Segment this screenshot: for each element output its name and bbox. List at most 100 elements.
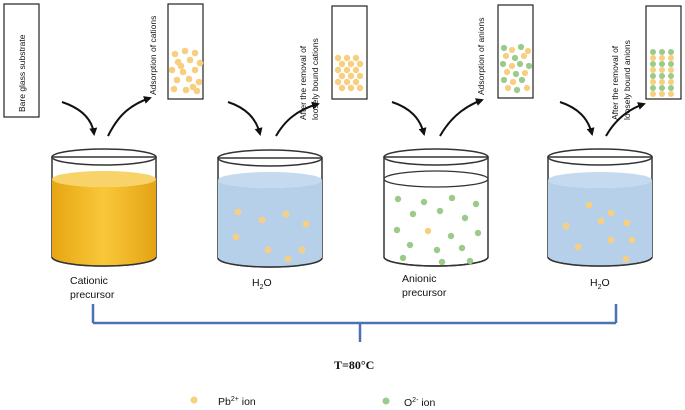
- water-2-surface: [548, 172, 652, 188]
- arrow-down-1: [61, 101, 98, 136]
- anionic-liquid-surface: [383, 170, 489, 188]
- pb-ion: [191, 66, 199, 74]
- pb-ion: [181, 47, 189, 55]
- pb-ion: [338, 84, 346, 92]
- pb-ion: [284, 255, 292, 263]
- pb-ion: [668, 79, 674, 85]
- o-ion: [393, 226, 401, 234]
- o-ion: [517, 43, 525, 51]
- arrow-down-4: [559, 101, 595, 136]
- temperature-label: T=80°C: [334, 358, 374, 372]
- pb-ion: [623, 219, 631, 227]
- pb-ion: [520, 52, 528, 60]
- arrow-up-4: [605, 102, 646, 137]
- pb-ion: [170, 85, 178, 93]
- pb-ion: [193, 87, 201, 95]
- pb-ion: [334, 54, 342, 62]
- o-ion: [650, 61, 656, 67]
- legend-pb-marker: [190, 396, 198, 404]
- legend-o-label: O2- ion: [404, 397, 435, 409]
- pb-ion: [668, 55, 674, 61]
- pb-ion: [343, 66, 351, 74]
- pb-ion: [338, 72, 346, 80]
- beaker-rim: [51, 148, 157, 166]
- pb-ion: [258, 216, 266, 224]
- legend: Pb2+ ion O2- ion: [190, 396, 435, 409]
- pb-ion: [171, 50, 179, 58]
- pb-ion: [659, 91, 665, 97]
- bound-cations: [334, 54, 364, 92]
- pb-ion: [504, 84, 512, 92]
- o-ion: [511, 54, 519, 62]
- pb-ion: [659, 79, 665, 85]
- beaker-water-2: [547, 148, 653, 267]
- o-ion: [420, 198, 428, 206]
- substrate-cation-rinsed: [331, 5, 368, 100]
- pb-ion: [668, 91, 674, 97]
- pb-ion: [650, 55, 656, 61]
- o-ion: [448, 194, 456, 202]
- pb-ion: [232, 233, 240, 241]
- pb-ion: [424, 227, 432, 235]
- label-cationic-line2: precursor: [70, 289, 115, 301]
- pb-ion: [334, 78, 342, 86]
- pb-ion: [185, 75, 193, 83]
- o-ion: [650, 49, 656, 55]
- pb-ion: [503, 68, 511, 76]
- arrow-down-2: [227, 101, 263, 136]
- legend-pb-label: Pb2+ ion: [218, 396, 256, 408]
- pb-ion: [650, 91, 656, 97]
- pb-ion: [508, 62, 516, 70]
- bound-anions: [650, 49, 674, 97]
- pb-ion: [356, 60, 364, 68]
- o-ion: [668, 61, 674, 67]
- adsorbed-cations: [168, 47, 204, 95]
- label-adsorption-anions: Adsorption of anions: [476, 18, 486, 96]
- pb-ion: [234, 208, 242, 216]
- o-ion: [399, 254, 407, 262]
- o-ion: [499, 60, 507, 68]
- o-ion: [512, 70, 520, 78]
- o-ion: [659, 61, 665, 67]
- o-ions-water-2: [562, 201, 636, 263]
- pb-ion: [502, 52, 510, 60]
- o-ion: [650, 73, 656, 79]
- beaker-rim: [547, 148, 653, 166]
- pb-ion: [562, 222, 570, 230]
- o-ion: [518, 76, 526, 84]
- substrate-bare: Bare glass substrate: [3, 3, 40, 118]
- pb-ion: [659, 55, 665, 61]
- pb-ion: [282, 210, 290, 218]
- o-ion: [436, 207, 444, 215]
- pb-ion: [168, 66, 176, 74]
- pb-ion: [521, 69, 529, 77]
- o-ion: [472, 200, 480, 208]
- pb-ion: [343, 54, 351, 62]
- o-ion: [466, 257, 474, 265]
- cationic-liquid: [52, 179, 156, 266]
- pb-ion: [343, 78, 351, 86]
- label-removal-cations-2: loosely bound cations: [310, 38, 320, 120]
- process-arrows: [61, 96, 646, 137]
- o-ion: [461, 214, 469, 222]
- pb-ion: [356, 72, 364, 80]
- o-ion: [458, 244, 466, 252]
- label-removal-cations-1: After the removal of: [298, 45, 308, 120]
- o-ion: [500, 44, 508, 52]
- o-ion: [668, 49, 674, 55]
- pb-ion: [574, 243, 582, 251]
- o-ion: [438, 258, 446, 266]
- label-removal-anions-2: loosely bound anions: [622, 40, 632, 120]
- beaker-water-1: [217, 149, 323, 268]
- pb-ion: [347, 60, 355, 68]
- beaker-rim: [217, 149, 323, 167]
- pb-ion: [628, 236, 636, 244]
- label-adsorption-cations: Adsorption of cations: [148, 16, 158, 95]
- pb-ion: [585, 201, 593, 209]
- o-ion: [406, 241, 414, 249]
- pb-ion: [189, 83, 197, 91]
- water-1-surface: [218, 172, 322, 188]
- label-anionic-line1: Anionic: [402, 273, 436, 285]
- pb-ion: [508, 46, 516, 54]
- pb-ion: [264, 246, 272, 254]
